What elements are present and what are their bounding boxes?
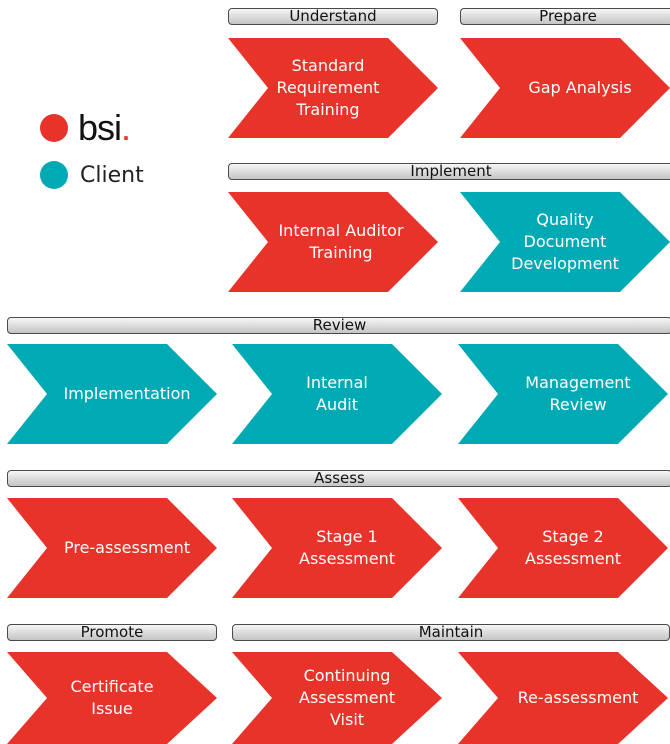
step-gap-analysis: Gap Analysis (460, 38, 670, 138)
chevron-shape (232, 344, 442, 444)
step-stage1-assessment: Stage 1 Assessment (232, 498, 442, 598)
chevron-shape (458, 498, 668, 598)
step-stage2-assessment: Stage 2 Assessment (458, 498, 668, 598)
chevron-shape (7, 652, 217, 744)
chevron-shape (232, 498, 442, 598)
step-label: Quality Document Development (511, 210, 619, 273)
step-quality-document-development: Quality Document Development (460, 192, 670, 292)
step-label: Continuing Assessment Visit (299, 666, 395, 729)
legend-client: Client (40, 161, 144, 189)
client-label: Client (80, 162, 144, 188)
chevron-shape (7, 498, 217, 598)
step-implementation: Implementation (7, 344, 217, 444)
stage-assess: Assess (7, 470, 670, 487)
step-label: Standard Requirement Training (276, 56, 380, 119)
chevron-shape (228, 192, 438, 292)
stage-understand: Understand (228, 8, 438, 25)
chevron-shape (460, 192, 670, 292)
step-internal-auditor-training: Internal Auditor Training (228, 192, 438, 292)
step-re-assessment: Re-assessment (458, 652, 668, 744)
step-management-review: Management Review (458, 344, 668, 444)
chevron-shape (458, 344, 668, 444)
step-label: Certificate Issue (70, 677, 154, 718)
bsi-color-dot (40, 114, 68, 142)
legend-bsi: bsi. (40, 107, 131, 148)
chevron-shape (460, 38, 670, 138)
step-standard-requirement-training: Standard Requirement Training (228, 38, 438, 138)
client-color-dot (40, 161, 68, 189)
stage-review: Review (7, 317, 670, 334)
step-continuing-assessment-visit: Continuing Assessment Visit (232, 652, 442, 744)
chevron-shape (232, 652, 442, 744)
step-label: Implementation (63, 384, 191, 403)
step-label: Stage 2 Assessment (525, 527, 621, 568)
chevron-shape (458, 652, 668, 744)
step-label: Pre-assessment (63, 538, 191, 557)
bsi-logo: bsi. (78, 107, 131, 148)
step-label: Internal Auditor Training (278, 221, 404, 262)
chevron-shape (228, 38, 438, 138)
stage-prepare: Prepare (460, 8, 670, 25)
stage-maintain: Maintain (232, 624, 670, 641)
step-internal-audit: Internal Audit (232, 344, 442, 444)
step-label: Management Review (525, 373, 631, 414)
step-label: Re-assessment (517, 688, 639, 707)
step-label: Gap Analysis (528, 78, 632, 97)
stage-promote: Promote (7, 624, 217, 641)
step-label: Stage 1 Assessment (299, 527, 395, 568)
step-certificate-issue: Certificate Issue (7, 652, 217, 744)
step-label: Internal Audit (306, 373, 368, 414)
chevron-shape (7, 344, 217, 444)
stage-implement: Implement (228, 163, 670, 180)
step-pre-assessment: Pre-assessment (7, 498, 217, 598)
